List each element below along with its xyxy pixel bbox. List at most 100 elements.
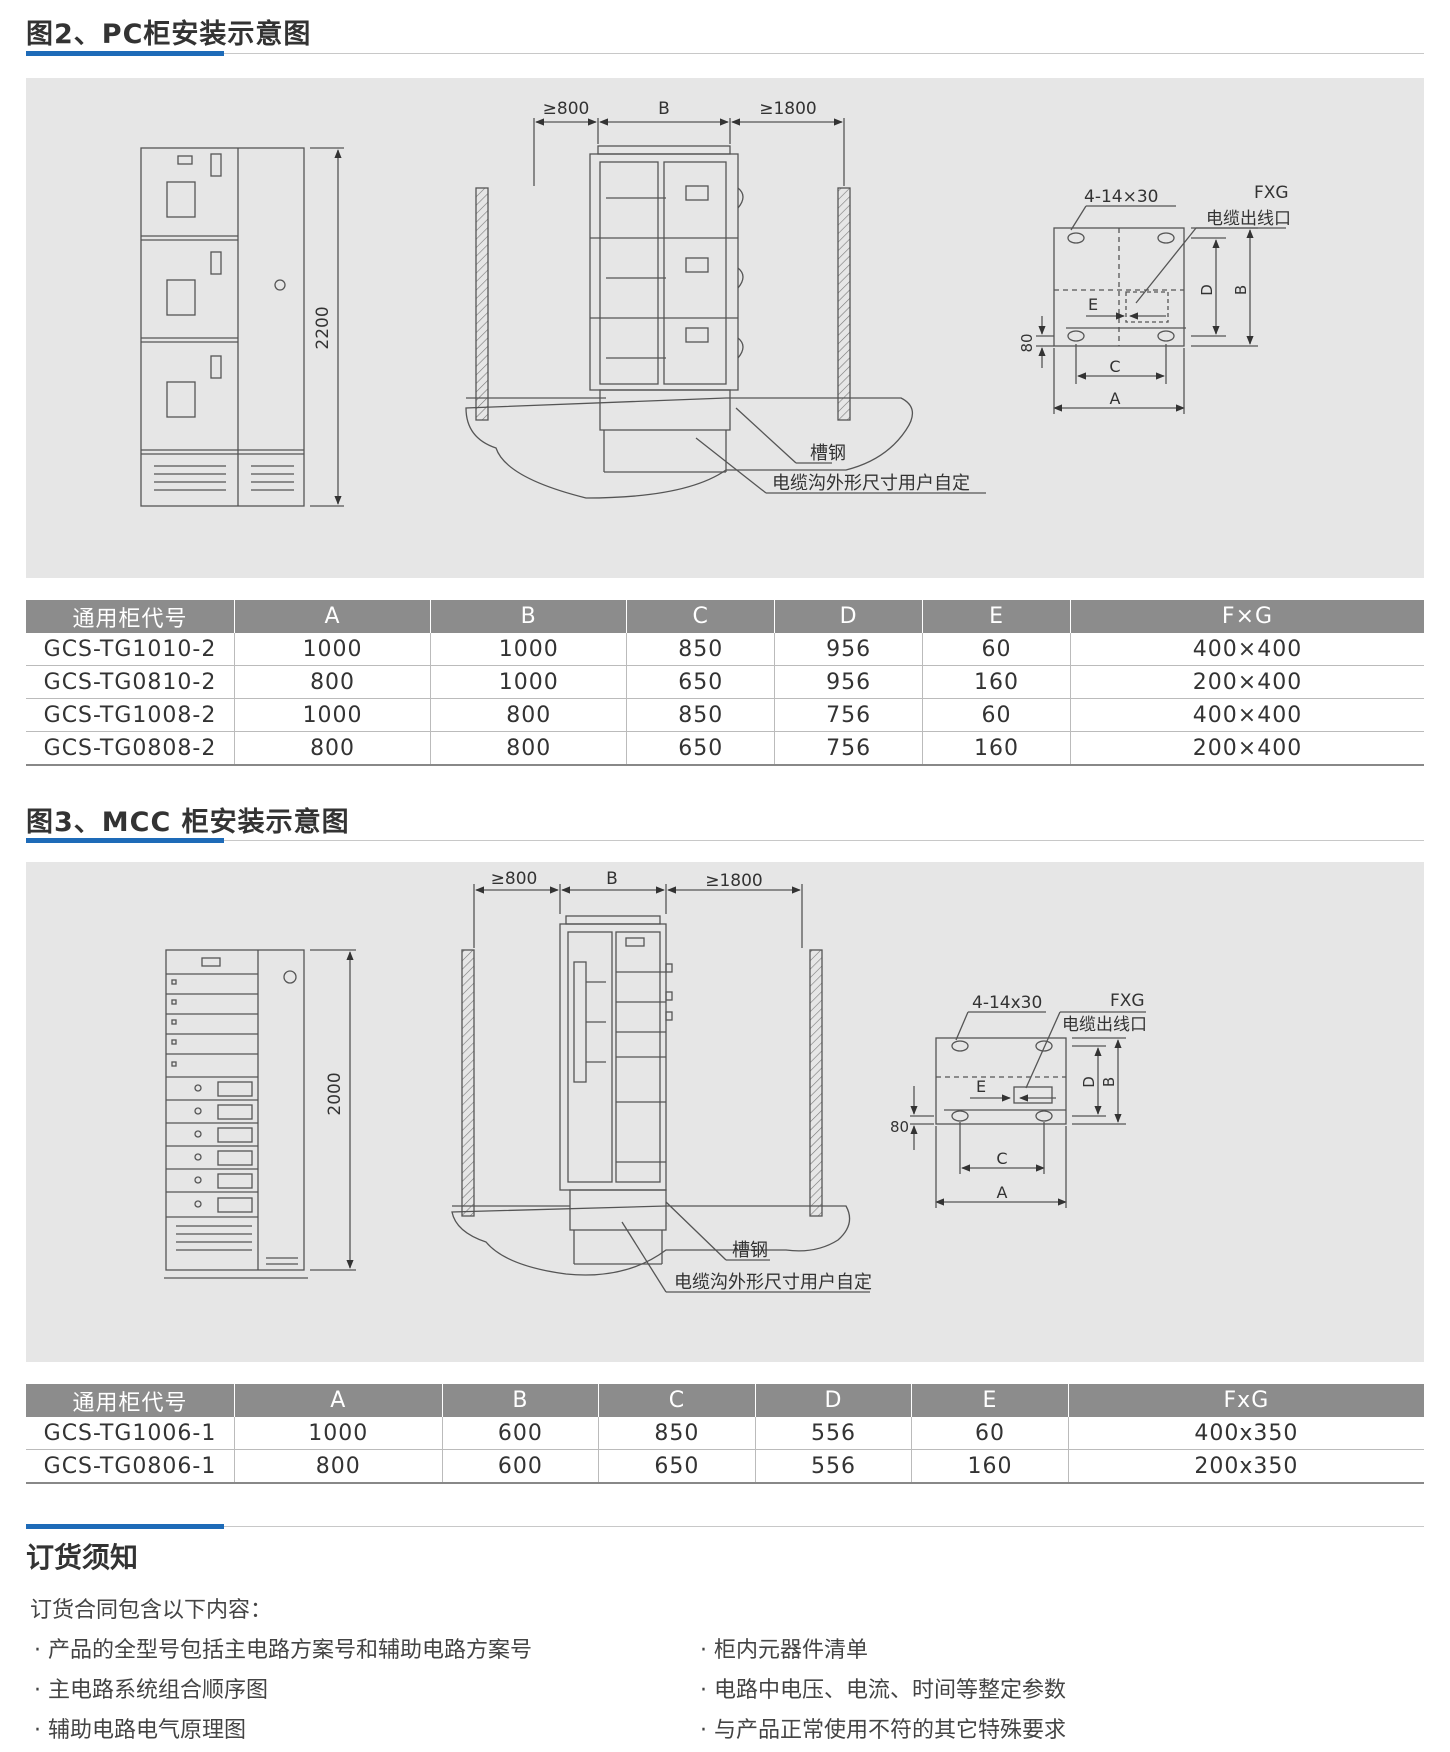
- fig3-table-header-cell: D: [755, 1384, 913, 1417]
- fig2-table-cell: 60: [922, 698, 1071, 732]
- fig2-table-header-cell: A: [234, 600, 432, 633]
- fig3-table-cell: 600: [442, 1449, 600, 1484]
- fig3-bolt-label: 4-14x30: [972, 993, 1042, 1013]
- fig2-e-label: E: [1088, 295, 1098, 314]
- fig2-rear-clear-label: ≥1800: [759, 99, 817, 119]
- fig3-table-cell: 400x350: [1068, 1417, 1424, 1450]
- order-item-right-1: · 柜内元器件清单: [700, 1638, 868, 1663]
- fig3-d-label: D: [1080, 1076, 1098, 1088]
- fig2-table-cell: 400×400: [1070, 698, 1424, 732]
- fig3-table-cell: 850: [598, 1417, 756, 1450]
- fig2-drawing-panel: 2200 ≥800 B ≥1800 槽钢 电缆沟外形尺寸用户自定 4-14×30…: [26, 78, 1424, 578]
- fig3-table-cell: 800: [234, 1449, 443, 1484]
- fig3-height-label: 2000: [325, 1072, 345, 1115]
- fig2-d-label: D: [1198, 284, 1216, 296]
- fig2-table-cell: 160: [922, 731, 1071, 766]
- order-item-left-1: · 产品的全型号包括主电路方案号和辅助电路方案号: [34, 1638, 532, 1663]
- fig3-b-label: B: [1100, 1077, 1118, 1087]
- fig3-cable-outlet-label: 电缆出线口: [1062, 1015, 1147, 1035]
- fig3-side-view: [451, 884, 870, 1293]
- fig2-table-cell: 756: [774, 698, 924, 732]
- fig2-height-label: 2200: [313, 306, 333, 349]
- fig2-channel-steel-label: 槽钢: [810, 443, 846, 464]
- fig2-table-cell: 800: [430, 698, 628, 732]
- fig2-table-cell: GCS-TG1008-2: [26, 698, 235, 732]
- fig3-table-cell: 650: [598, 1449, 756, 1484]
- fig2-trench-note: 电缆沟外形尺寸用户自定: [772, 473, 970, 494]
- fig2-table-cell: GCS-TG0808-2: [26, 731, 235, 766]
- fig3-table-cell: 556: [755, 1449, 913, 1484]
- fig3-table-cell: 200x350: [1068, 1449, 1424, 1484]
- fig3-table-header-cell: FxG: [1068, 1384, 1424, 1417]
- fig2-front-clear-label: ≥800: [543, 99, 590, 119]
- fig2-table-cell: 200×400: [1070, 665, 1424, 699]
- order-item-left-2: · 主电路系统组合顺序图: [34, 1678, 268, 1703]
- fig3-front-clear-label: ≥800: [491, 869, 538, 889]
- fig2-table-cell: 160: [922, 665, 1071, 699]
- fig2-table-header-cell: C: [626, 600, 776, 633]
- fig2-table-cell: 650: [626, 665, 776, 699]
- fig2-title: 图2、PC柜安装示意图: [26, 19, 312, 50]
- fig3-table-header-cell: A: [234, 1384, 443, 1417]
- fig2-c-label: C: [1109, 357, 1120, 376]
- fig3-table-cell: 1000: [234, 1417, 443, 1450]
- fig3-channel-steel-label: 槽钢: [732, 1240, 768, 1261]
- fig3-drawing: 2000 ≥800 B ≥1800 槽钢 电缆沟外形尺寸用户自定 4-14x30…: [164, 869, 1147, 1293]
- fig2-table-cell: 1000: [234, 633, 432, 666]
- order-item-right-2: · 电路中电压、电流、时间等整定参数: [700, 1678, 1066, 1703]
- fig2-drawing: 2200 ≥800 B ≥1800 槽钢 电缆沟外形尺寸用户自定 4-14×30…: [140, 99, 1291, 507]
- fig3-front-view: [164, 949, 356, 1279]
- fig2-table-cell: 650: [626, 731, 776, 766]
- fig2-side-view: [465, 118, 986, 499]
- fig3-table-cell: 160: [911, 1449, 1069, 1484]
- order-item-right-3: · 与产品正常使用不符的其它特殊要求: [700, 1718, 1066, 1743]
- fig2-table-cell: 800: [430, 731, 628, 766]
- fig2-offset-label: 80: [1018, 333, 1036, 352]
- order-item-left-3: · 辅助电路电气原理图: [34, 1718, 246, 1743]
- fig3-table-header-cell: B: [442, 1384, 600, 1417]
- fig3-table-cell: GCS-TG0806-1: [26, 1449, 235, 1484]
- fig2-front-view: [140, 147, 344, 507]
- fig2-table-cell: 1000: [430, 633, 628, 666]
- fig3-a-label: A: [997, 1183, 1008, 1202]
- fig2-table-cell: 850: [626, 633, 776, 666]
- fig2-table-cell: 800: [234, 665, 432, 699]
- fig2-table-header-cell: F×G: [1070, 600, 1424, 633]
- fig3-c-label: C: [996, 1149, 1007, 1168]
- fig3-fxg-label: FXG: [1110, 991, 1145, 1011]
- fig3-drawing-panel: 2000 ≥800 B ≥1800 槽钢 电缆沟外形尺寸用户自定 4-14x30…: [26, 862, 1424, 1362]
- fig3-offset-label: 80: [890, 1118, 909, 1136]
- fig2-table-cell: 800: [234, 731, 432, 766]
- fig3-title-rule: [26, 838, 1424, 843]
- fig3-title: 图3、MCC 柜安装示意图: [26, 807, 350, 838]
- fig2-table-cell: 200×400: [1070, 731, 1424, 766]
- fig2-table-cell: 956: [774, 633, 924, 666]
- fig2-cable-outlet-label: 电缆出线口: [1206, 209, 1291, 229]
- fig3-table-cell: 600: [442, 1417, 600, 1450]
- fig2-table-cell: GCS-TG1010-2: [26, 633, 235, 666]
- fig2-b-label: B: [1232, 285, 1250, 295]
- fig3-trench-note: 电缆沟外形尺寸用户自定: [674, 1272, 872, 1293]
- fig2-bolt-label: 4-14×30: [1084, 187, 1158, 207]
- fig3-width-label: B: [606, 869, 618, 889]
- fig2-table-cell: 756: [774, 731, 924, 766]
- order-intro: 订货合同包含以下内容：: [30, 1598, 273, 1623]
- fig3-e-label: E: [976, 1077, 986, 1096]
- fig3-table-cell: 556: [755, 1417, 913, 1450]
- fig2-plan-view: [1036, 205, 1286, 414]
- fig2-table-cell: 850: [626, 698, 776, 732]
- fig2-table-cell: 400×400: [1070, 633, 1424, 666]
- order-title-rule: [26, 1524, 1424, 1529]
- fig2-table-cell: GCS-TG0810-2: [26, 665, 235, 699]
- fig2-table-cell: 1000: [430, 665, 628, 699]
